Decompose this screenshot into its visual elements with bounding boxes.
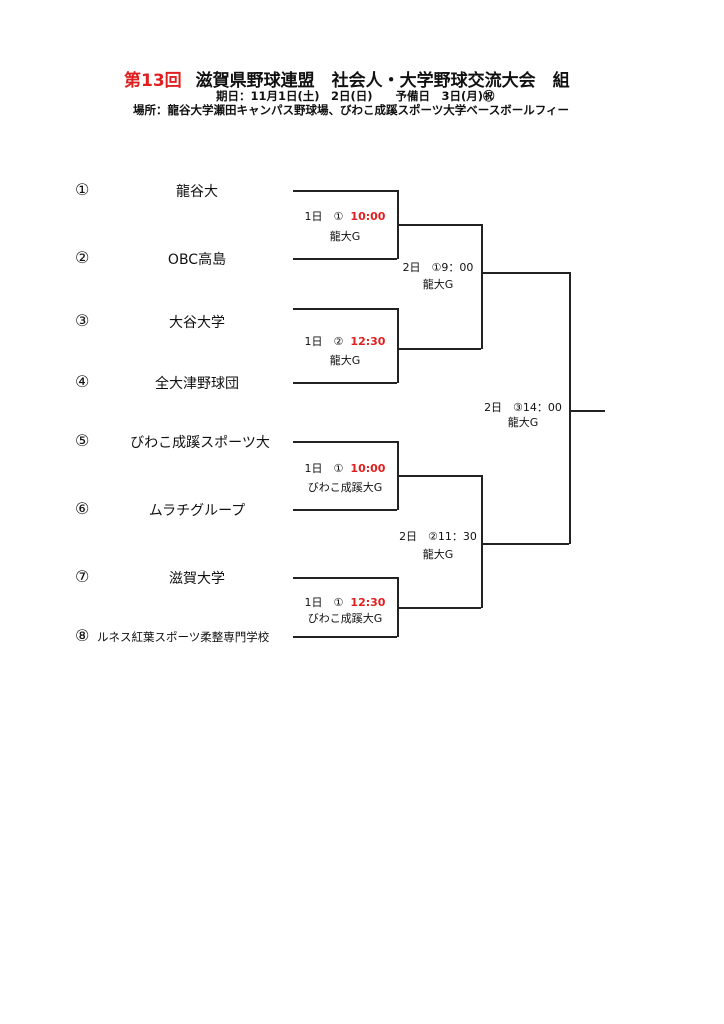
- bracket-line: [481, 224, 483, 349]
- team-name: ムラチグループ: [148, 503, 246, 519]
- match-text: 1日 ①: [304, 462, 344, 475]
- bracket-line: [569, 272, 571, 544]
- bracket-line: [481, 475, 483, 608]
- match-venue: 龍大G: [329, 354, 361, 367]
- match-label: 2日 ②11：30: [399, 530, 477, 543]
- match-label: 1日 ① 10:00: [290, 460, 400, 476]
- team-name: 滋賀大学: [169, 571, 225, 587]
- match-venue: びわこ成蹊大G: [307, 481, 383, 494]
- bracket-line: [397, 607, 481, 609]
- edition: 第13回: [124, 71, 182, 91]
- bracket-line: [397, 308, 399, 383]
- match-label: 1日 ① 10:00: [290, 208, 400, 224]
- bracket-line: [397, 348, 481, 350]
- bracket-line: [293, 382, 397, 384]
- team-name: びわこ成蹊スポーツ大: [130, 435, 270, 451]
- match-text: 10:00: [350, 462, 386, 475]
- team-number: ⑤: [75, 431, 90, 450]
- team-number: ④: [75, 372, 90, 391]
- bracket-line: [481, 272, 569, 274]
- team-number: ③: [75, 311, 90, 330]
- bracket-line: [397, 224, 481, 226]
- team-number: ⑧: [75, 626, 90, 645]
- match-text: 10:00: [350, 210, 386, 223]
- match-text: 12:30: [350, 335, 386, 348]
- match-venue: 龍大G: [329, 230, 361, 243]
- match-text: 1日 ①: [304, 210, 344, 223]
- match-label: 1日 ① 12:30: [290, 594, 400, 610]
- team-name: 全大津野球団: [155, 376, 239, 392]
- bracket-line: [293, 509, 397, 511]
- title-text: 滋賀県野球連盟 社会人・大学野球交流大会 組: [195, 71, 570, 91]
- team-name: OBC高島: [167, 252, 227, 268]
- team-number: ⑦: [75, 567, 90, 586]
- match-venue: びわこ成蹊大G: [307, 612, 383, 625]
- bracket-line: [293, 636, 397, 638]
- bracket-line: [293, 308, 397, 310]
- bracket-line: [397, 475, 481, 477]
- match-label: 2日 ③14：00: [484, 401, 562, 414]
- team-name: ルネス紅葉スポーツ柔整専門学校: [97, 630, 270, 644]
- bracket-line: [293, 258, 397, 260]
- bracket-line: [293, 441, 397, 443]
- match-text: 12:30: [350, 596, 386, 609]
- bracket-line: [481, 543, 569, 545]
- bracket-line: [293, 190, 397, 192]
- team-name: 大谷大学: [169, 315, 225, 331]
- match-text: 1日 ①: [304, 596, 344, 609]
- team-number: ①: [75, 180, 90, 199]
- team-name: 龍谷大: [176, 184, 218, 200]
- dates: 期日：11月1日(土) 2日(日) 予備日 3日(月)㊗: [216, 89, 495, 103]
- bracket-line: [569, 410, 605, 412]
- team-number: ②: [75, 248, 90, 267]
- bracket-line: [293, 577, 397, 579]
- match-venue: 龍大G: [422, 548, 454, 561]
- match-venue: 龍大G: [507, 416, 539, 429]
- match-text: 1日 ②: [304, 335, 344, 348]
- page-title: 第13回滋賀県野球連盟 社会人・大学野球交流大会 組: [124, 66, 570, 91]
- team-number: ⑥: [75, 499, 90, 518]
- match-label: 1日 ② 12:30: [290, 333, 400, 349]
- match-venue: 龍大G: [422, 278, 454, 291]
- match-label: 2日 ①9：00: [402, 261, 474, 274]
- venue: 場所：龍谷大学瀬田キャンパス野球場、びわこ成蹊スポーツ大学ベースボールフィー: [133, 103, 569, 117]
